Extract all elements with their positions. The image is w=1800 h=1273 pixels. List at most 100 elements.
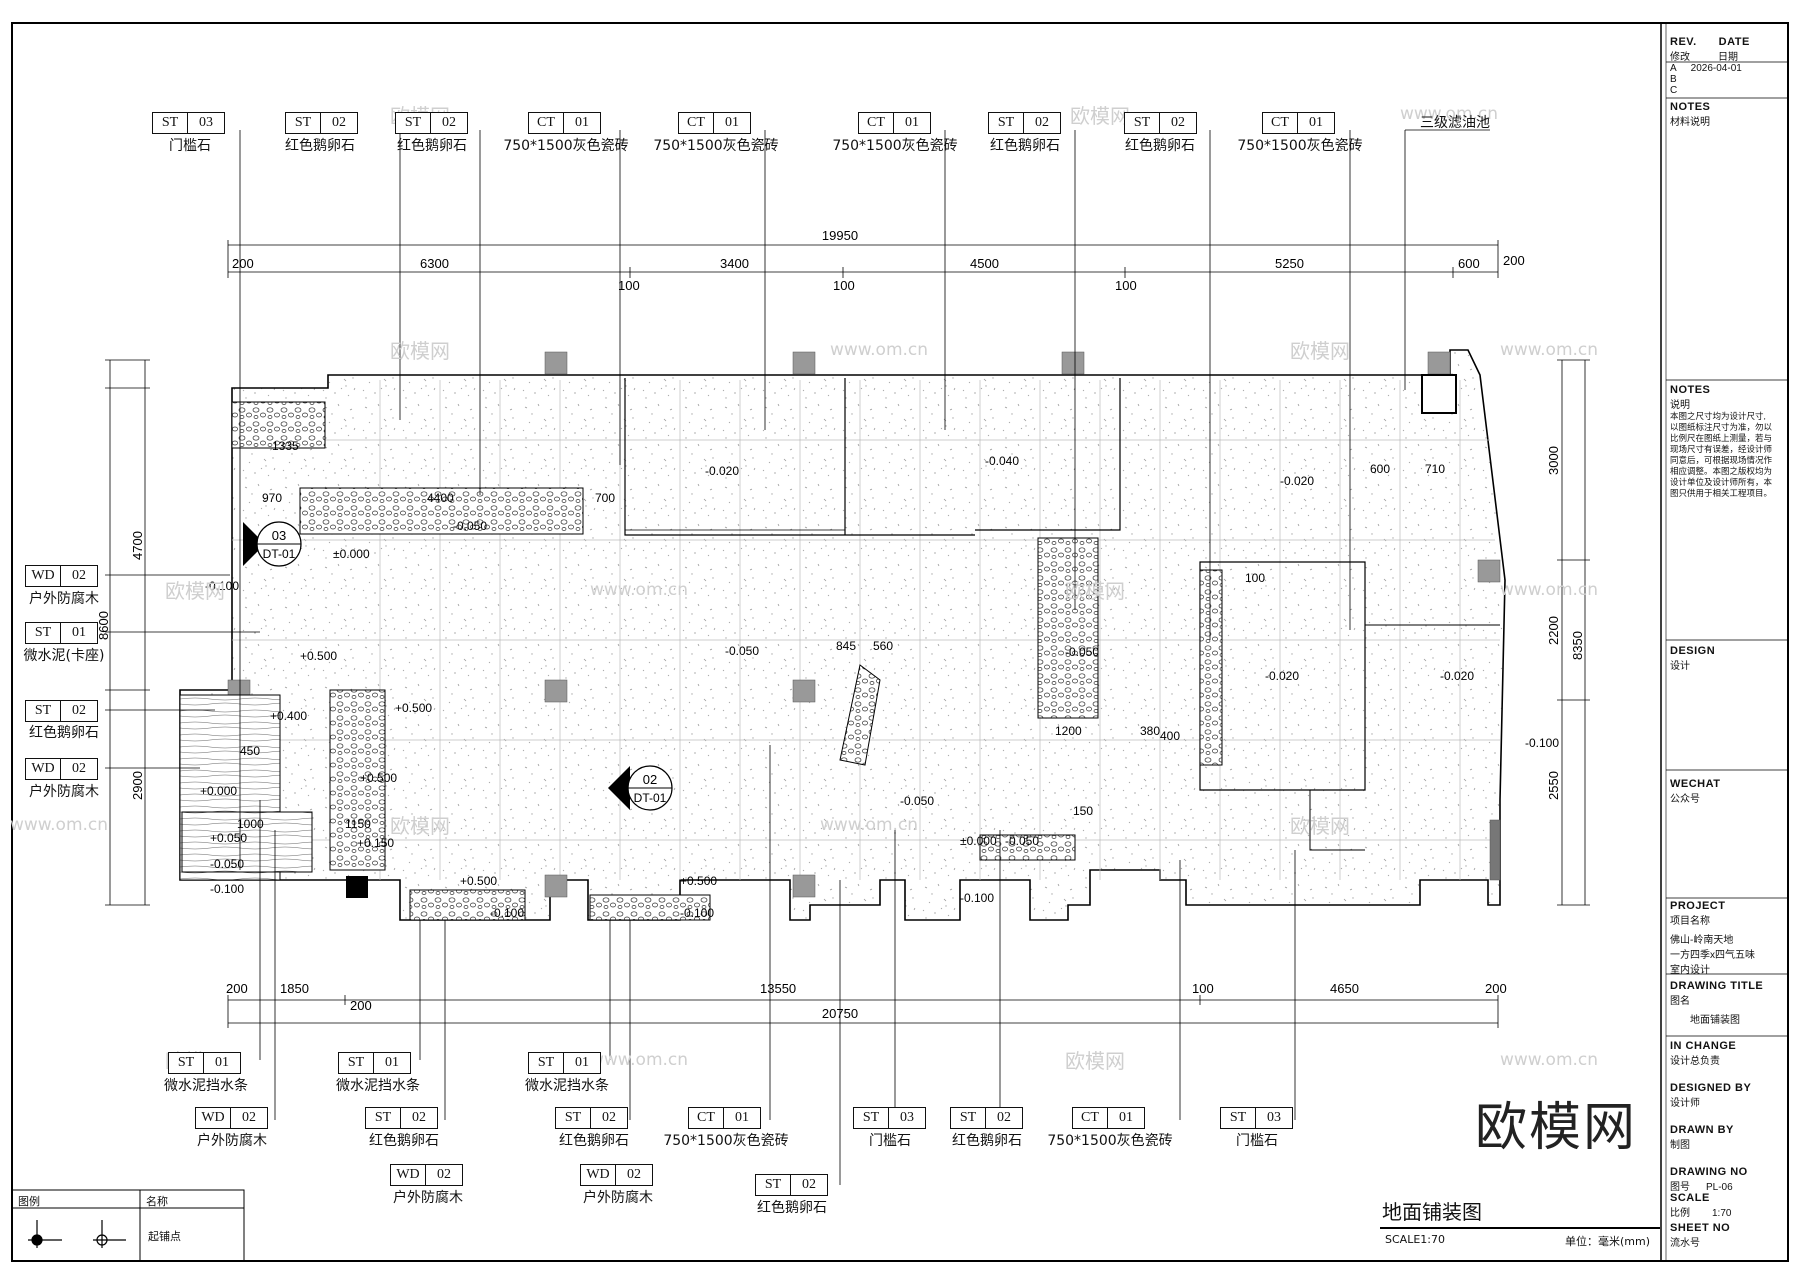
material-label: 750*1500灰色瓷砖 <box>832 138 958 154</box>
watermark-url: www.om.cn <box>830 340 929 360</box>
svg-text:845: 845 <box>836 639 856 653</box>
watermark: 欧模网 <box>1065 1049 1125 1073</box>
svg-text:1150: 1150 <box>345 817 371 831</box>
svg-text:+0.500: +0.500 <box>680 874 717 888</box>
svg-text:600: 600 <box>1370 462 1390 476</box>
svg-text:+0.000: +0.000 <box>200 784 237 798</box>
svg-text:+0.500: +0.500 <box>360 771 397 785</box>
svg-text:-0.020: -0.020 <box>1280 474 1314 488</box>
material-label: 红色鹅卵石 <box>757 1200 827 1216</box>
watermark: 欧模网 <box>1070 104 1130 128</box>
material-label: 红色鹅卵石 <box>397 138 467 154</box>
material-label: 微水泥挡水条 <box>525 1078 609 1094</box>
legend-col-name: 名称 <box>146 1195 168 1208</box>
svg-text:400: 400 <box>1160 729 1180 743</box>
dim-left-3: 4700 <box>130 531 145 560</box>
title-block-notes2: NOTES 说明 本图之尺寸均为设计尺寸, 以图纸标注尺寸为准，勿以 比例尺在图… <box>1670 384 1773 498</box>
section-marker-02[interactable]: 02 DT-01 <box>608 765 673 811</box>
dim-top-1: 6300 <box>420 256 449 271</box>
watermark-url: www.om.cn <box>1400 104 1499 124</box>
dim-right-4: 2550 <box>1546 771 1561 800</box>
svg-text:700: 700 <box>595 491 615 505</box>
title-block-wechat: WECHAT 公众号 <box>1670 778 1721 805</box>
svg-text:+0.150: +0.150 <box>357 836 394 850</box>
legend-item-start-point: 起铺点 <box>148 1230 181 1243</box>
material-label: 红色鹅卵石 <box>559 1133 629 1149</box>
plan-title: 地面铺装图 <box>1382 1200 1482 1224</box>
svg-text:-0.050: -0.050 <box>453 519 487 533</box>
watermark: 欧模网 <box>165 579 225 603</box>
dim-top-total: 19950 <box>822 228 858 243</box>
dim-top-8: 600 <box>1458 256 1480 271</box>
watermark-url: www.om.cn <box>590 1050 689 1070</box>
filter-label: 三级滤油池 <box>1420 115 1490 131</box>
leader-lines <box>105 129 1490 1185</box>
material-label: 门槛石 <box>169 138 211 154</box>
svg-text:+0.400: +0.400 <box>270 709 307 723</box>
watermark: 欧模网 <box>1065 579 1125 603</box>
title-block-sheet-no: SHEET NO 流水号 <box>1670 1222 1731 1249</box>
material-label: 户外防腐木 <box>197 1133 267 1149</box>
material-label: 红色鹅卵石 <box>369 1133 439 1149</box>
svg-text:+0.500: +0.500 <box>300 649 337 663</box>
section-marker-03[interactable]: 03 DT-01 <box>243 521 302 567</box>
dimension-lines <box>105 240 1590 1028</box>
dim-top-9: 200 <box>1503 253 1525 268</box>
watermark-url: www.om.cn <box>1500 340 1599 360</box>
material-label: 750*1500灰色瓷砖 <box>653 138 779 154</box>
filter-pit <box>1421 374 1457 414</box>
watermark: 欧模网 <box>1290 339 1350 363</box>
watermark: 欧模网 <box>390 814 450 838</box>
title-block-notes1: NOTES 材料说明 <box>1670 101 1711 128</box>
watermark-url: www.om.cn <box>1500 580 1599 600</box>
svg-text:1335: 1335 <box>272 439 299 453</box>
pebble-bands <box>231 401 1223 921</box>
watermark-url: www.om.cn <box>590 580 689 600</box>
material-label: 红色鹅卵石 <box>285 138 355 154</box>
material-label: 750*1500灰色瓷砖 <box>1237 138 1363 154</box>
watermark-url: www.om.cn <box>820 815 919 835</box>
material-label: 红色鹅卵石 <box>952 1133 1022 1149</box>
material-label: 户外防腐木 <box>583 1190 653 1206</box>
svg-text:4400: 4400 <box>427 491 454 505</box>
watermark: 欧模网 <box>1290 814 1350 838</box>
svg-text:1200: 1200 <box>1055 724 1082 738</box>
watermark-url: www.om.cn <box>1500 1050 1599 1070</box>
svg-text:-0.050: -0.050 <box>210 857 244 871</box>
dim-top-7: 5250 <box>1275 256 1304 271</box>
svg-text:-0.100: -0.100 <box>1525 736 1559 750</box>
brand-watermark-large: 欧模网 <box>1475 1098 1638 1158</box>
material-label: 微水泥挡水条 <box>164 1078 248 1094</box>
dim-top-4: 100 <box>833 278 855 293</box>
plan-unit: 单位：毫米(mm) <box>1565 1235 1651 1248</box>
material-label: 微水泥挡水条 <box>336 1078 420 1094</box>
dim-left-total: 8600 <box>96 611 111 640</box>
material-label: 微水泥(卡座) <box>23 648 105 664</box>
dim-top-0: 200 <box>232 256 254 271</box>
svg-text:±0.000: ±0.000 <box>333 547 370 561</box>
material-label: 户外防腐木 <box>393 1190 463 1206</box>
svg-text:+0.500: +0.500 <box>395 701 432 715</box>
svg-text:560: 560 <box>873 639 893 653</box>
title-block-in-change: IN CHANGE 设计总负责 <box>1670 1040 1737 1067</box>
svg-text:-0.100: -0.100 <box>210 882 244 896</box>
